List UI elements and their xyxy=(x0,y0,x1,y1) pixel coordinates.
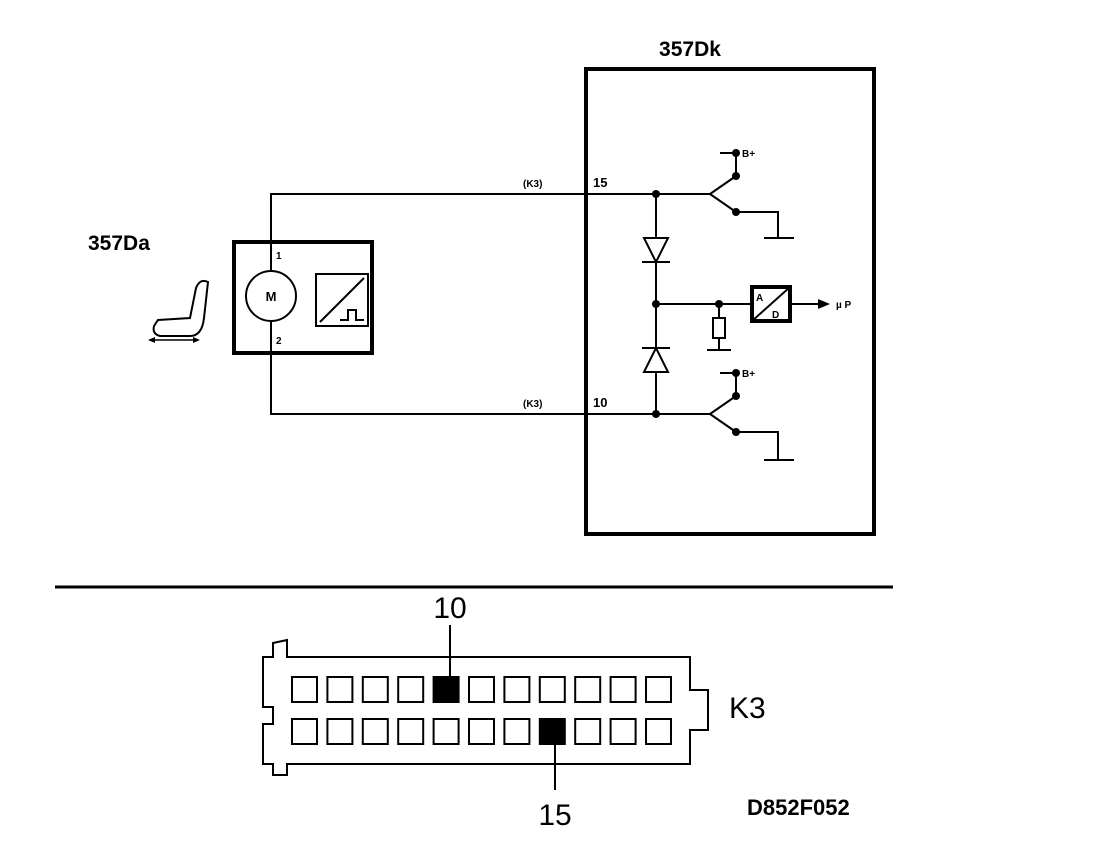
output-label: µ P xyxy=(836,300,852,311)
motor-unit-box xyxy=(232,240,374,355)
output-arrow-icon xyxy=(818,299,830,309)
wire-lower-pin: 10 xyxy=(593,395,607,410)
cavity xyxy=(291,676,318,703)
wire-upper-tag: (K3) xyxy=(523,179,542,190)
cavity-label-10: 10 xyxy=(433,592,466,625)
cavity xyxy=(645,718,672,745)
diode-upper-icon xyxy=(642,237,670,265)
cavity xyxy=(468,676,495,703)
cavity xyxy=(645,676,672,703)
cavity xyxy=(361,718,389,745)
cavity xyxy=(326,676,354,703)
cavity xyxy=(574,676,602,703)
wire-lower-tag: (K3) xyxy=(523,399,542,410)
cavity-label-15: 15 xyxy=(538,799,571,832)
adc-a-label: A xyxy=(756,293,763,304)
connector-k3-outline xyxy=(262,638,709,776)
motor-symbol: M xyxy=(266,289,277,304)
cavity-highlighted xyxy=(538,718,566,745)
controller-label: 357Dk xyxy=(659,38,721,61)
seat-icon xyxy=(148,279,210,343)
resistor-icon xyxy=(712,317,726,339)
cavity xyxy=(609,718,637,745)
wire-lower xyxy=(270,353,586,415)
cavity xyxy=(503,718,531,745)
cavity xyxy=(503,676,531,703)
diode-lower-icon xyxy=(642,345,670,373)
motor-unit-label: 357Da xyxy=(88,232,150,255)
cavity xyxy=(397,718,425,745)
controller-box xyxy=(584,67,876,536)
motor-pin-2: 2 xyxy=(276,336,282,347)
switch-upper-icon xyxy=(709,149,794,239)
cavity xyxy=(468,718,495,745)
cavity xyxy=(361,676,389,703)
cavity xyxy=(291,718,318,745)
supply-lower-label: B+ xyxy=(742,369,755,380)
supply-upper-label: B+ xyxy=(742,149,755,160)
adc-d-label: D xyxy=(772,310,779,321)
connector-k3-cavities xyxy=(291,676,672,745)
cavity xyxy=(538,676,566,703)
cavity-highlighted xyxy=(432,676,460,703)
motor-pin-1: 1 xyxy=(276,251,282,262)
figure-code: D852F052 xyxy=(747,795,850,820)
cavity xyxy=(326,718,354,745)
cavity xyxy=(609,676,637,703)
cavity xyxy=(397,676,425,703)
switch-lower-icon xyxy=(709,369,794,461)
cavity xyxy=(432,718,460,745)
position-sensor-icon xyxy=(315,273,369,327)
wire-upper-pin: 15 xyxy=(593,175,607,190)
wire-upper xyxy=(270,193,586,242)
connector-name: K3 xyxy=(729,692,766,725)
cavity xyxy=(574,718,602,745)
